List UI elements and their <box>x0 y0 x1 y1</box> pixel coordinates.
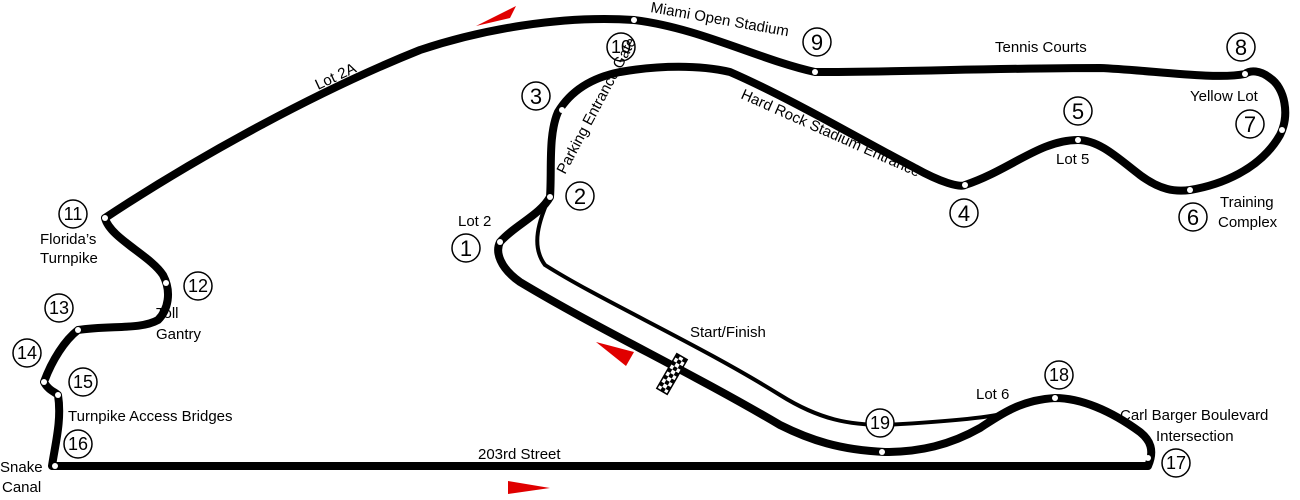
turn-19: 19 <box>865 408 895 438</box>
turn-dot-15 <box>55 392 61 398</box>
svg-text:10: 10 <box>611 37 631 57</box>
svg-text:9: 9 <box>811 30 823 55</box>
turn-markers <box>41 17 1285 469</box>
turn-dot-1 <box>497 239 503 245</box>
turn-16: 16 <box>63 429 93 459</box>
turn-dot-18 <box>1052 395 1058 401</box>
svg-text:16: 16 <box>68 434 88 454</box>
label-miami-open-stadium: Miami Open Stadium <box>649 0 790 40</box>
turn-dot-19 <box>879 449 885 455</box>
label-toll: Toll <box>156 305 179 322</box>
turn-11: 11 <box>58 199 88 229</box>
svg-text:13: 13 <box>49 298 69 318</box>
turn-dot-16 <box>52 463 58 469</box>
turn-dot-7 <box>1279 127 1285 133</box>
label-turnpike: Turnpike <box>40 250 98 267</box>
checkered-flag-icon <box>655 352 689 396</box>
turn-7: 7 <box>1235 109 1265 139</box>
turn-9: 9 <box>802 27 832 57</box>
direction-arrow-icon <box>508 481 550 494</box>
turn-3: 3 <box>521 81 551 111</box>
location-labels: Miami Open Stadium Tennis Courts Yellow … <box>0 0 1278 496</box>
turn-dot-3 <box>559 107 565 113</box>
svg-text:2: 2 <box>574 184 586 209</box>
direction-arrow-icon <box>476 6 516 26</box>
turn-13: 13 <box>44 293 74 323</box>
turn-6: 6 <box>1178 202 1208 232</box>
turn-8: 8 <box>1226 32 1256 62</box>
svg-text:1: 1 <box>460 236 472 261</box>
turn-15: 15 <box>68 367 98 397</box>
svg-text:6: 6 <box>1187 205 1199 230</box>
label-carl-barger-boulevard: Carl Barger Boulevard <box>1120 407 1268 424</box>
svg-text:4: 4 <box>958 201 970 226</box>
turn-1: 1 <box>451 233 481 263</box>
svg-text:7: 7 <box>1244 112 1256 137</box>
svg-text:15: 15 <box>73 372 93 392</box>
label-complex: Complex <box>1218 214 1278 231</box>
label-lot-5: Lot 5 <box>1056 151 1089 168</box>
label-lot-6: Lot 6 <box>976 386 1009 403</box>
label-start-finish: Start/Finish <box>690 324 766 341</box>
pit-lane <box>535 198 1012 428</box>
svg-text:19: 19 <box>870 413 890 433</box>
turn-dot-4 <box>962 182 968 188</box>
label-yellow-lot: Yellow Lot <box>1190 88 1259 105</box>
label-gantry: Gantry <box>156 326 202 343</box>
turn-12: 12 <box>183 271 213 301</box>
label-intersection: Intersection <box>1156 428 1234 445</box>
turn-dot-5 <box>1075 137 1081 143</box>
turn-4: 4 <box>949 198 979 228</box>
turn-dot-13 <box>75 327 81 333</box>
turn-14: 14 <box>12 338 42 368</box>
turn-dot-6 <box>1187 187 1193 193</box>
svg-text:5: 5 <box>1072 99 1084 124</box>
turn-dot-10 <box>631 17 637 23</box>
label-hard-rock-stadium-entrance: Hard Rock Stadium Entrance <box>738 86 922 181</box>
svg-text:12: 12 <box>188 276 208 296</box>
turn-10: 10 <box>606 32 636 62</box>
turn-dot-12 <box>163 280 169 286</box>
svg-text:14: 14 <box>17 343 37 363</box>
turn-dot-2 <box>547 194 553 200</box>
turn-2: 2 <box>565 181 595 211</box>
label-lot-2: Lot 2 <box>458 213 491 230</box>
turn-17: 17 <box>1161 448 1191 478</box>
turn-dot-14 <box>41 379 47 385</box>
label-turnpike-access-bridges: Turnpike Access Bridges <box>68 408 233 425</box>
turn-dot-17 <box>1145 455 1151 461</box>
turn-dot-9 <box>812 69 818 75</box>
svg-text:3: 3 <box>530 84 542 109</box>
direction-arrows <box>476 6 634 494</box>
label-tennis-courts: Tennis Courts <box>995 39 1087 56</box>
turn-dot-11 <box>102 215 108 221</box>
svg-text:11: 11 <box>64 204 83 224</box>
turn-18: 18 <box>1044 360 1074 390</box>
label-floridas: Florida’s <box>40 231 96 248</box>
svg-text:8: 8 <box>1235 35 1247 60</box>
label-training: Training <box>1220 194 1274 211</box>
svg-text:18: 18 <box>1049 365 1069 385</box>
turn-dot-8 <box>1242 71 1248 77</box>
turn-numbers: 1 2 3 4 5 6 7 8 9 10 11 12 13 14 15 16 1… <box>12 27 1265 478</box>
label-canal: Canal <box>2 479 41 496</box>
svg-text:17: 17 <box>1166 453 1186 473</box>
label-203rd-street: 203rd Street <box>478 446 561 463</box>
track-outline <box>40 15 1290 470</box>
direction-arrow-icon <box>596 342 634 366</box>
turn-5: 5 <box>1063 96 1093 126</box>
label-snake: Snake <box>0 459 43 476</box>
